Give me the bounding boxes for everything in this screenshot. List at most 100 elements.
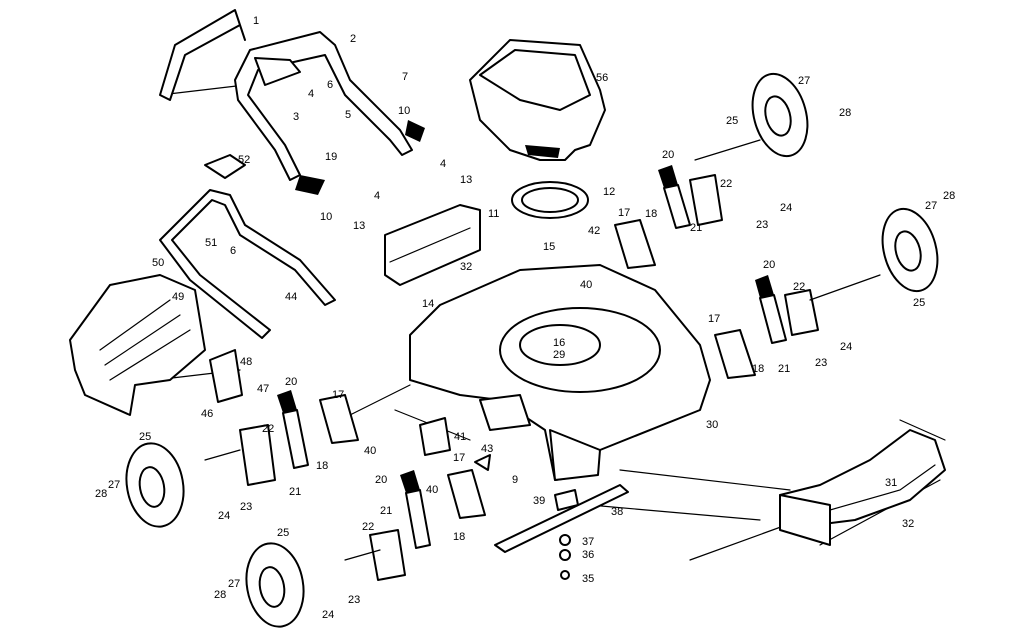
label-13b: 13	[353, 220, 365, 232]
height-adjuster-front-left	[239, 390, 359, 486]
axle-bolts	[204, 139, 881, 561]
label-1: 1	[253, 15, 259, 27]
label-11: 11	[488, 208, 499, 220]
label-6b: 6	[230, 245, 236, 257]
label-25c: 25	[139, 431, 151, 443]
label-27c: 27	[108, 479, 120, 491]
label-17: 17	[618, 207, 630, 219]
engine-assembly	[469, 39, 606, 161]
label-25b: 25	[913, 297, 925, 309]
label-32b: 32	[902, 518, 914, 530]
upper-handle	[234, 31, 425, 195]
label-41: 41	[454, 431, 466, 443]
label-20d: 20	[375, 474, 387, 486]
label-25: 25	[726, 115, 738, 127]
label-43: 43	[481, 443, 493, 455]
blade-hardware	[554, 489, 579, 580]
label-21b: 21	[778, 363, 790, 375]
label-23: 23	[756, 219, 768, 231]
label-23b: 23	[815, 357, 827, 369]
label-21d: 21	[380, 505, 392, 517]
label-15: 15	[543, 241, 555, 253]
handle-control-bail	[159, 9, 246, 101]
label-48: 48	[240, 356, 252, 368]
label-18d: 18	[453, 531, 465, 543]
mower-deck	[409, 264, 711, 481]
label-28d: 28	[214, 589, 226, 601]
label-4b: 4	[440, 158, 446, 170]
wheel-front-left	[125, 442, 185, 528]
label-13: 13	[460, 174, 472, 186]
label-24b: 24	[840, 341, 852, 353]
bag-frame-bracket	[209, 349, 243, 403]
label-21: 21	[690, 222, 702, 234]
label-10b: 10	[320, 211, 332, 223]
label-28b: 28	[943, 190, 955, 202]
height-adjuster-front-right	[614, 165, 723, 269]
label-51: 51	[205, 237, 217, 249]
wheel-rear-left	[245, 542, 305, 628]
rear-skirt	[779, 429, 946, 546]
label-40c: 40	[426, 484, 438, 496]
label-28: 28	[839, 107, 851, 119]
label-24d: 24	[322, 609, 334, 621]
label-17c: 17	[332, 389, 344, 401]
label-56: 56	[596, 72, 608, 84]
label-40: 40	[580, 279, 592, 291]
wheel-rear-right	[881, 207, 939, 293]
label-49: 49	[172, 291, 184, 303]
label-37: 37	[582, 536, 594, 548]
label-46: 46	[201, 408, 213, 420]
label-9: 9	[512, 474, 518, 486]
engine-mount-ring	[511, 181, 589, 219]
label-3: 3	[293, 111, 299, 123]
label-24: 24	[780, 202, 792, 214]
label-50: 50	[152, 257, 164, 269]
rear-baffle	[384, 204, 481, 286]
label-19: 19	[325, 151, 337, 163]
label-17b: 17	[708, 313, 720, 325]
label-44: 44	[285, 291, 297, 303]
label-4: 4	[308, 88, 314, 100]
label-40b: 40	[364, 445, 376, 457]
label-24c: 24	[218, 510, 230, 522]
label-16: 16	[553, 337, 565, 349]
label-12: 12	[603, 186, 615, 198]
label-25d: 25	[277, 527, 289, 539]
label-32: 32	[460, 261, 472, 273]
label-22c: 22	[262, 423, 274, 435]
label-20c: 20	[285, 376, 297, 388]
label-10: 10	[398, 105, 410, 117]
label-28c: 28	[95, 488, 107, 500]
label-21c: 21	[289, 486, 301, 498]
label-27b: 27	[925, 200, 937, 212]
label-4c: 4	[374, 190, 380, 202]
label-23d: 23	[348, 594, 360, 606]
label-36: 36	[582, 549, 594, 561]
label-31: 31	[885, 477, 897, 489]
label-14: 14	[422, 298, 434, 310]
label-22d: 22	[362, 521, 374, 533]
label-20: 20	[662, 149, 674, 161]
height-adjuster-rear-left	[369, 469, 486, 581]
height-adjuster-rear-right	[714, 275, 819, 379]
wheel-front-right	[751, 72, 809, 158]
label-35: 35	[582, 573, 594, 585]
part-number-labels: 1 2 3 4 5 6 7 10 19 52 10 4 13 4 13 11 1…	[95, 15, 955, 621]
label-38: 38	[611, 506, 623, 518]
label-18b: 18	[752, 363, 764, 375]
label-27: 27	[798, 75, 810, 87]
label-22b: 22	[793, 281, 805, 293]
label-20b: 20	[763, 259, 775, 271]
label-52: 52	[238, 154, 250, 166]
label-23c: 23	[240, 501, 252, 513]
label-2: 2	[350, 33, 356, 45]
label-39: 39	[533, 495, 545, 507]
label-18: 18	[645, 208, 657, 220]
label-6: 6	[327, 79, 333, 91]
grass-catcher-bag	[69, 274, 206, 416]
label-27d: 27	[228, 578, 240, 590]
label-22: 22	[720, 178, 732, 190]
rear-axle-bracket	[419, 417, 491, 471]
